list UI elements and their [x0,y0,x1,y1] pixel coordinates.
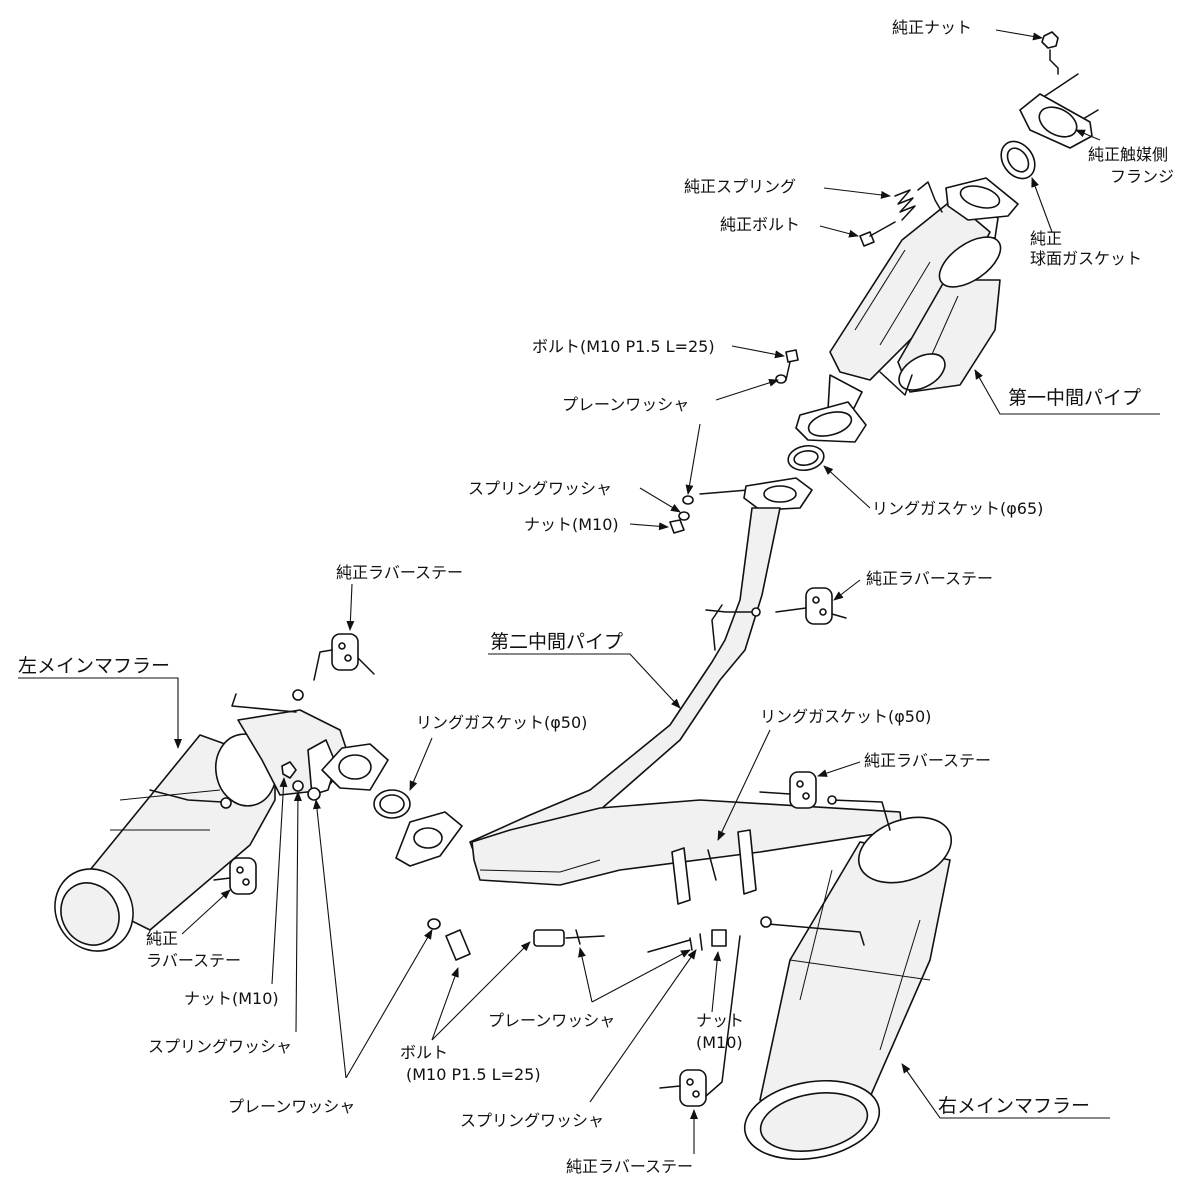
label-right-main-muffler: 右メインマフラー [938,1095,1090,1117]
right-main-muffler [743,795,953,1161]
oem-rubber-stay-right-top [759,771,817,809]
label-oem-bolt: 純正ボルト [720,215,800,234]
label-oem-rubber-stay-bottom: 純正ラバーステー [566,1157,693,1176]
lower-right-fasteners [533,929,727,953]
label-oem-cat-flange-2: フランジ [1110,167,1174,186]
label-bolt-lower-1: ボルト [400,1043,448,1062]
label-spring-washer-left: スプリングワッシャ [148,1037,292,1056]
oem-spring [894,181,943,221]
label-first-mid-pipe: 第一中間パイプ [1008,387,1141,409]
label-oem-rubber-stay-left-top: 純正ラバーステー [336,563,463,582]
ring-gasket-50-left [373,789,411,819]
label-ring-gasket-65: リングガスケット(φ65) [872,499,1043,518]
oem-rubber-stay-mid [775,587,847,625]
label-plain-washer-upper: プレーンワッシャ [562,395,689,414]
left-washer-stack [281,761,321,801]
label-oem-rubber-stay-right-top: 純正ラバーステー [864,751,991,770]
label-second-mid-pipe: 第二中間パイプ [490,631,623,653]
oem-rubber-stay-bottom [659,935,741,1107]
label-nut-upper: ナット(M10) [524,515,619,534]
label-plain-washer-lower: プレーンワッシャ [488,1011,615,1030]
label-left-main-muffler: 左メインマフラー [18,655,170,677]
label-oem-cat-flange-1: 純正触媒側 [1088,145,1168,164]
label-bolt-upper: ボルト(M10 P1.5 L=25) [532,337,715,356]
first-mid-pipe [795,73,1099,443]
label-spring-washer-lower: スプリングワッシャ [460,1111,604,1130]
label-oem-rubber-stay-left-low-2: ラバーステー [146,951,241,970]
oem-rubber-stay-left-low [213,857,257,895]
left-main-muffler [54,689,351,952]
right-pipe-flanges [671,829,757,905]
label-oem-rubber-stay-mid: 純正ラバーステー [866,569,993,588]
upper-fastener-stack [669,349,799,534]
label-oem-nut-top: 純正ナット [892,18,972,37]
left-flange [321,743,389,791]
label-nut-left: ナット(M10) [184,989,279,1008]
lower-left-bolt [427,918,471,961]
label-oem-rubber-stay-left-low-1: 純正 [146,929,178,948]
oem-rubber-stay-left-top [313,633,375,681]
oem-nut-top [1041,31,1059,75]
oem-bolt [859,221,896,247]
label-oem-spring: 純正スプリング [684,177,796,196]
label-ring-gasket-50-left: リングガスケット(φ50) [416,713,587,732]
label-oem-sphere-gasket-1: 純正 [1030,229,1062,248]
labels: 純正ナット 純正触媒側 フランジ 純正スプリング 純正ボルト 純正 球面ガスケッ… [18,18,1174,1176]
ring-gasket-65 [787,444,825,472]
leader-lines [18,29,1160,1154]
label-spring-washer-upper: スプリングワッシャ [468,479,612,498]
second-mid-pipe [469,477,903,886]
label-oem-sphere-gasket-2: 球面ガスケット [1030,249,1142,268]
label-plain-washer-left: プレーンワッシャ [228,1097,355,1116]
label-ring-gasket-50-right: リングガスケット(φ50) [760,707,931,726]
label-nut-right-1: ナット [696,1011,744,1030]
label-nut-right-2: (M10) [696,1033,743,1052]
label-bolt-lower-2: (M10 P1.5 L=25) [406,1065,541,1084]
